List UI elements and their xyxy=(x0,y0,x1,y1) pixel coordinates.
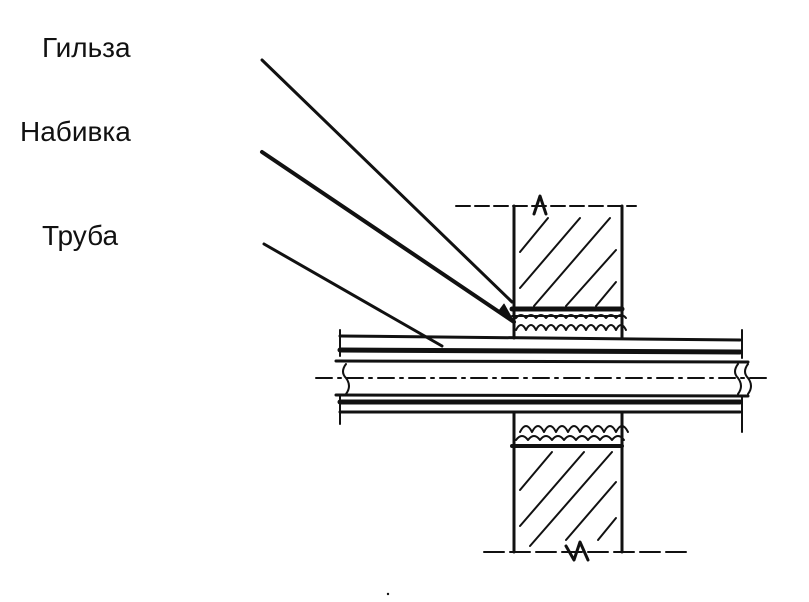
packing-lower xyxy=(510,410,629,448)
sleeve-lower-wall xyxy=(337,395,743,433)
label-sleeve: Гильза xyxy=(42,32,131,63)
leader-arrow-packing xyxy=(497,303,515,323)
packing-upper xyxy=(509,306,627,340)
wall-lower xyxy=(483,444,691,562)
leader-line-pipe xyxy=(262,242,444,348)
label-packing: Набивка xyxy=(20,116,131,147)
sleeve-upper-wall xyxy=(337,329,743,359)
label-pipe: Труба xyxy=(42,220,119,251)
leader-line-packing xyxy=(260,150,516,324)
wall-upper xyxy=(455,194,637,320)
pipe xyxy=(315,359,767,398)
leader-line-sleeve xyxy=(260,58,514,304)
stray-dot xyxy=(386,592,390,596)
